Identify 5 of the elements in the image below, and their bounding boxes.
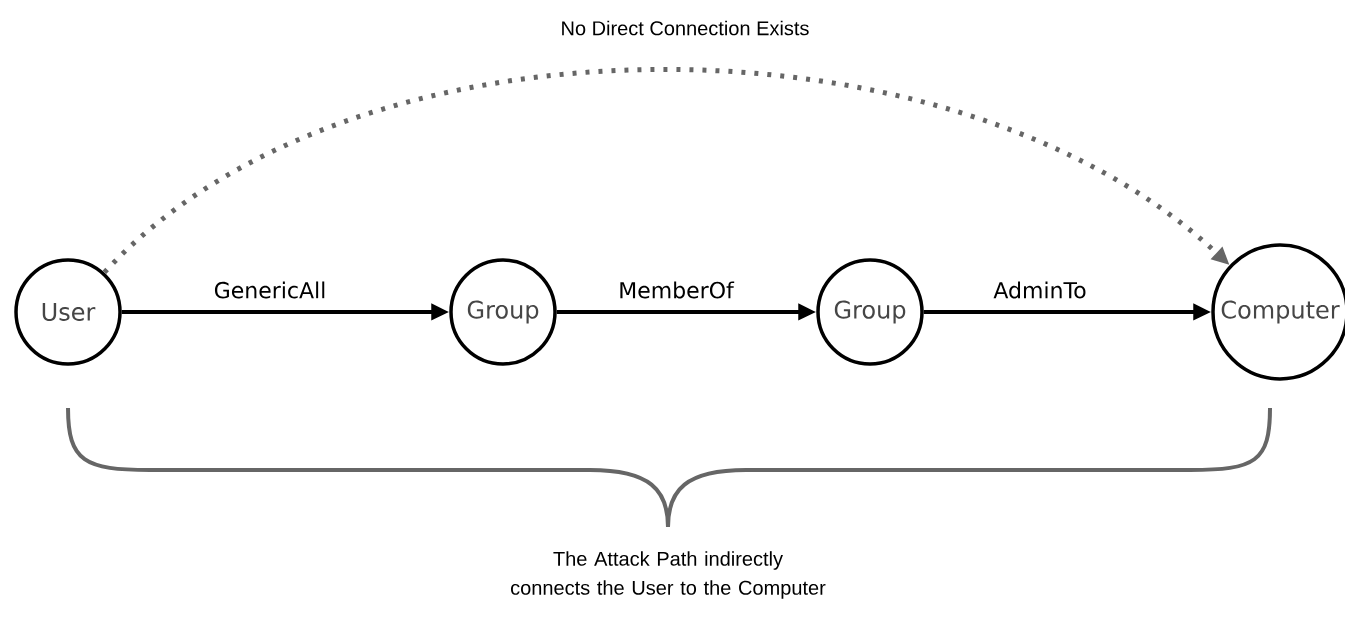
caption-text: The Attack Path indirectly connects the User to the Computer xyxy=(511,551,826,599)
edge-label: AdminTo xyxy=(993,281,1086,299)
edge-label: No Direct Connection Exists xyxy=(562,20,809,36)
edge-label: GenericAll xyxy=(214,281,325,299)
edge-label: MemberOf xyxy=(620,281,735,299)
